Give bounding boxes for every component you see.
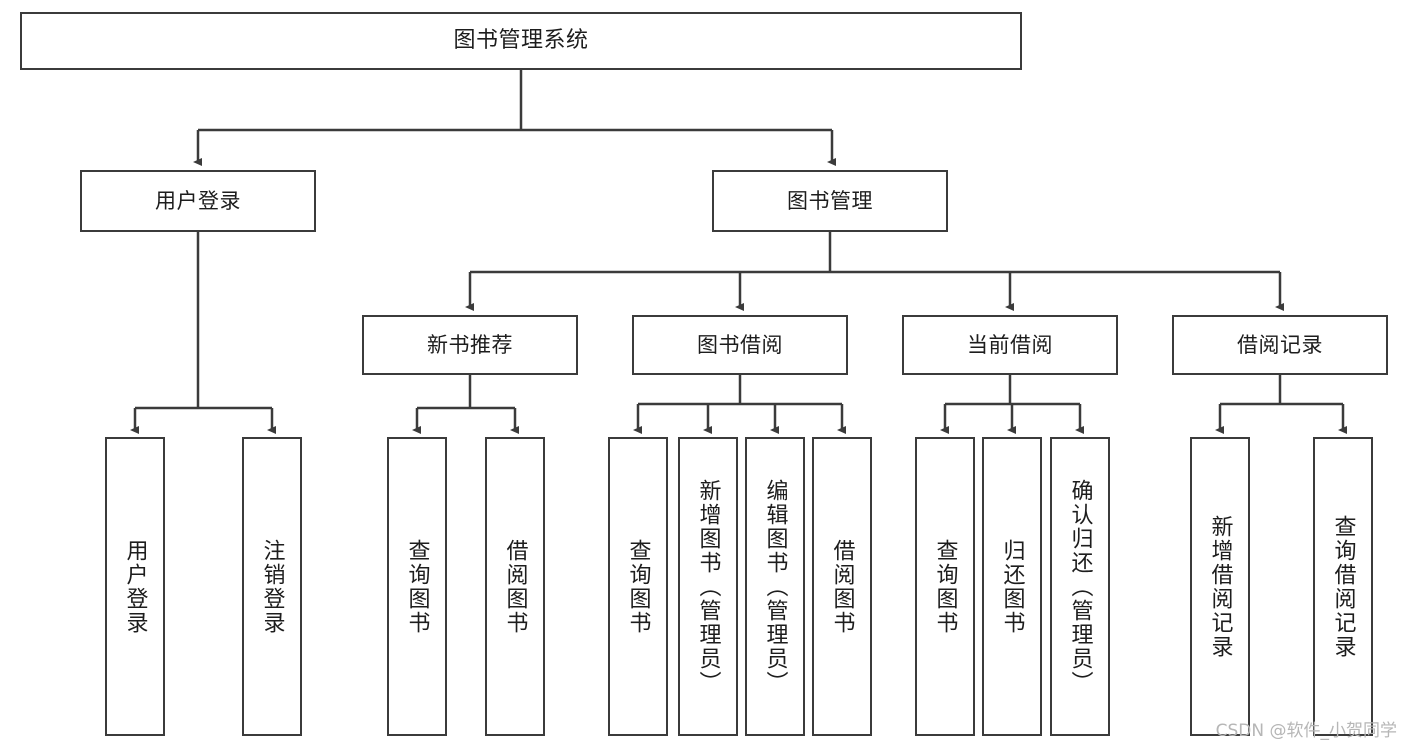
node-book-management-label: 图书管理 (787, 188, 873, 213)
leaf-node[interactable]: 编辑图书（管理员） (745, 437, 805, 736)
leaf-node-label: 查询图书 (932, 538, 958, 635)
leaf-node[interactable]: 新增图书（管理员） (678, 437, 738, 736)
node-root[interactable]: 图书管理系统 (20, 12, 1022, 70)
leaf-node[interactable]: 查询图书 (915, 437, 975, 736)
leaf-node[interactable]: 注销登录 (242, 437, 302, 736)
leaf-node-label: 查询借阅记录 (1330, 514, 1356, 659)
leaf-node-label: 查询图书 (625, 538, 651, 635)
node-new-book-recommend[interactable]: 新书推荐 (362, 315, 578, 375)
leaf-node[interactable]: 查询借阅记录 (1313, 437, 1373, 736)
watermark: CSDN @软件_小贺同学 (1215, 721, 1397, 741)
leaf-node[interactable]: 借阅图书 (812, 437, 872, 736)
node-new-book-recommend-label: 新书推荐 (427, 332, 513, 357)
leaf-node-label: 注销登录 (259, 538, 285, 635)
leaf-node-label: 用户登录 (122, 538, 148, 635)
leaf-node-label: 查询图书 (404, 538, 430, 635)
leaf-node[interactable]: 新增借阅记录 (1190, 437, 1250, 736)
leaf-node[interactable]: 借阅图书 (485, 437, 545, 736)
leaf-node-label: 确认归还（管理员） (1067, 478, 1093, 695)
node-book-borrow[interactable]: 图书借阅 (632, 315, 848, 375)
leaf-node[interactable]: 查询图书 (387, 437, 447, 736)
leaf-node-label: 新增借阅记录 (1207, 514, 1233, 659)
leaf-node-label: 借阅图书 (502, 538, 528, 635)
leaf-node[interactable]: 归还图书 (982, 437, 1042, 736)
leaf-node-label: 新增图书（管理员） (695, 478, 721, 695)
leaf-node-label: 编辑图书（管理员） (762, 478, 788, 695)
leaf-node[interactable]: 用户登录 (105, 437, 165, 736)
leaf-node[interactable]: 确认归还（管理员） (1050, 437, 1110, 736)
node-user-login-label: 用户登录 (155, 188, 241, 213)
node-root-label: 图书管理系统 (453, 28, 589, 54)
node-book-borrow-label: 图书借阅 (697, 332, 783, 357)
leaf-node-label: 归还图书 (999, 538, 1025, 635)
node-current-borrow[interactable]: 当前借阅 (902, 315, 1118, 375)
leaf-node[interactable]: 查询图书 (608, 437, 668, 736)
node-current-borrow-label: 当前借阅 (967, 332, 1053, 357)
node-user-login[interactable]: 用户登录 (80, 170, 316, 232)
node-book-management[interactable]: 图书管理 (712, 170, 948, 232)
leaf-node-label: 借阅图书 (829, 538, 855, 635)
node-borrow-record-label: 借阅记录 (1237, 332, 1323, 357)
node-borrow-record[interactable]: 借阅记录 (1172, 315, 1388, 375)
